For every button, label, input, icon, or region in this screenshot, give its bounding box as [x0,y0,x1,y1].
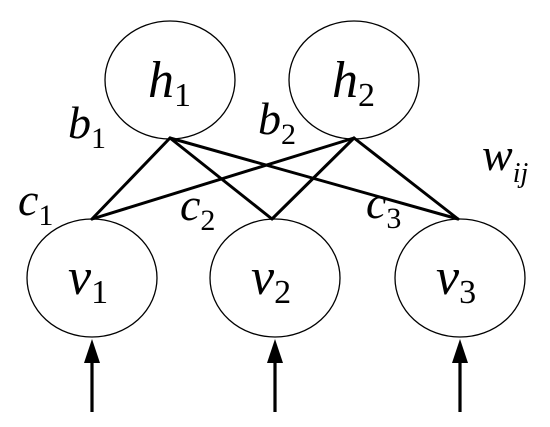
hidden-bias-b1: b1 [68,97,106,155]
connections [90,136,460,221]
edge-h2-v2 [270,136,356,221]
hidden-bias-b2: b2 [258,93,296,151]
visible-bias-c2: c2 [180,179,215,237]
visible-node-label: v3 [436,249,476,311]
hidden-node-label: h2 [332,52,375,114]
arrow-up-icon [84,339,100,363]
hidden-unit-h1: h1 [104,20,236,140]
visible-bias-c3: c3 [366,177,401,235]
arrow-up-icon [267,339,283,363]
visible-node-label: v1 [68,249,108,311]
visible-node-label: v2 [251,249,291,311]
hidden-node-circle [104,20,236,140]
visible-node-circle [394,218,526,338]
visible-unit-v1: v1 [26,218,158,338]
hidden-node-circle [288,20,420,140]
visible-node-circle [26,218,158,338]
visible-node-circle [209,218,341,338]
edge-h2-v3 [352,136,460,221]
hidden-node-label: h1 [148,52,191,114]
weight-label: wij [482,129,528,189]
visible-bias-c1: c1 [18,174,53,232]
hidden-unit-h2: h2 [288,20,420,140]
input-arrow-v3 [452,339,468,412]
edge-h1-v1 [90,136,172,221]
input-arrow-v1 [84,339,100,412]
edge-h2-v1 [90,136,356,221]
visible-unit-v2: v2 [209,218,341,338]
arrow-up-icon [452,339,468,363]
input-arrow-v2 [267,339,283,412]
visible-unit-v3: v3 [394,218,526,338]
